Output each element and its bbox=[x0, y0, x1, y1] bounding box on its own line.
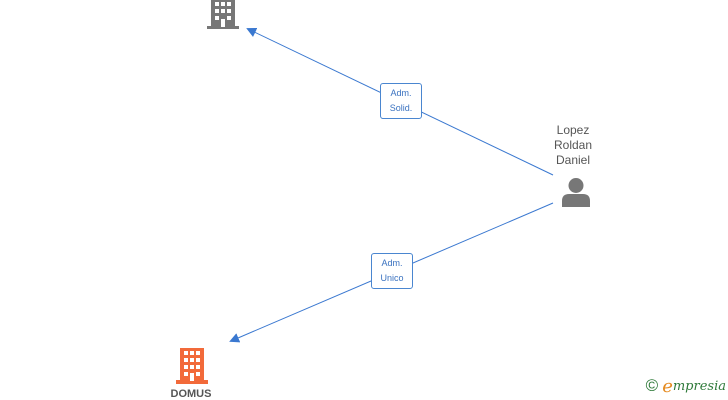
edge-label-line: Adm. bbox=[390, 88, 412, 98]
building-icon[interactable] bbox=[207, 0, 239, 29]
edge-label-adm-unico[interactable]: Adm. Unico bbox=[371, 253, 413, 289]
person-name[interactable]: Lopez Roldan Daniel bbox=[533, 123, 613, 168]
building-icon[interactable] bbox=[176, 348, 208, 384]
brand-word: mpresia bbox=[672, 378, 726, 394]
edge-label-line: Adm. bbox=[381, 258, 403, 268]
brand-initial: e bbox=[662, 375, 673, 397]
person-name-line: Lopez bbox=[556, 123, 590, 137]
edge-label-line: Solid. bbox=[389, 103, 413, 113]
edge-label-line: Unico bbox=[380, 273, 404, 283]
copyright-icon: © bbox=[645, 376, 659, 395]
company-name-domus[interactable]: DOMUS bbox=[170, 388, 212, 400]
person-name-line: Roldan bbox=[553, 138, 593, 152]
person-icon[interactable] bbox=[561, 177, 591, 207]
edge-label-adm-solid[interactable]: Adm. Solid. bbox=[380, 83, 422, 119]
person-name-line: Daniel bbox=[555, 153, 591, 167]
empresia-logo: © e mpresia bbox=[645, 375, 726, 397]
